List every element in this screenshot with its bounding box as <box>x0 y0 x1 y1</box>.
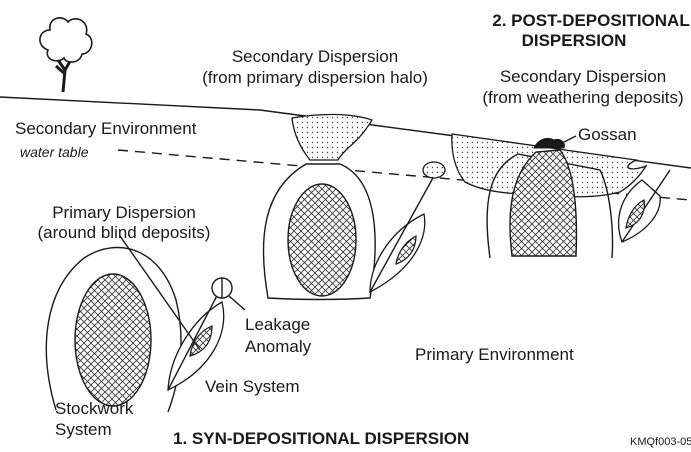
leakage-anomaly-label-line2: Anomaly <box>245 337 312 356</box>
secondary-environment-label: Secondary Environment <box>15 119 197 138</box>
halo-dispersion-label-line2: (from primary dispersion halo) <box>202 68 428 87</box>
stockwork-system-label-line2: System <box>55 420 112 439</box>
post-depositional-title-line1: 2. POST-DEPOSITIONAL <box>492 11 689 30</box>
post-depositional-title-line2: DISPERSION <box>522 31 627 50</box>
weathering-dispersion-label-line1: Secondary Dispersion <box>500 67 666 86</box>
halo-secondary-dispersion <box>292 114 372 160</box>
leader-gossan <box>560 136 576 144</box>
primary-environment-label: Primary Environment <box>415 345 574 364</box>
gossan-label: Gossan <box>578 125 637 144</box>
gossan-cap <box>534 138 564 148</box>
middle-leakage-dots <box>423 162 445 178</box>
vein-system-label: Vein System <box>205 377 300 396</box>
middle-orebody <box>288 184 356 296</box>
syn-depositional-title: 1. SYN-DEPOSITIONAL DISPERSION <box>173 429 469 448</box>
water-table-label: water table <box>20 144 89 160</box>
leader-leakage <box>229 296 245 310</box>
leakage-anomaly-label-line1: Leakage <box>245 315 310 334</box>
figure-code: KMQf003-05 <box>630 436 691 448</box>
weathering-dispersion-label-line2: (from weathering deposits) <box>482 88 683 107</box>
primary-dispersion-label-line2: (around blind deposits) <box>38 223 211 242</box>
primary-dispersion-label-line1: Primary Dispersion <box>52 203 196 222</box>
tree-icon <box>40 18 92 92</box>
halo-dispersion-label-line1: Secondary Dispersion <box>232 47 398 66</box>
stockwork-system-label-line1: Stockwork <box>55 399 134 418</box>
middle-vein-halo <box>370 214 425 292</box>
left-orebody <box>75 274 151 406</box>
